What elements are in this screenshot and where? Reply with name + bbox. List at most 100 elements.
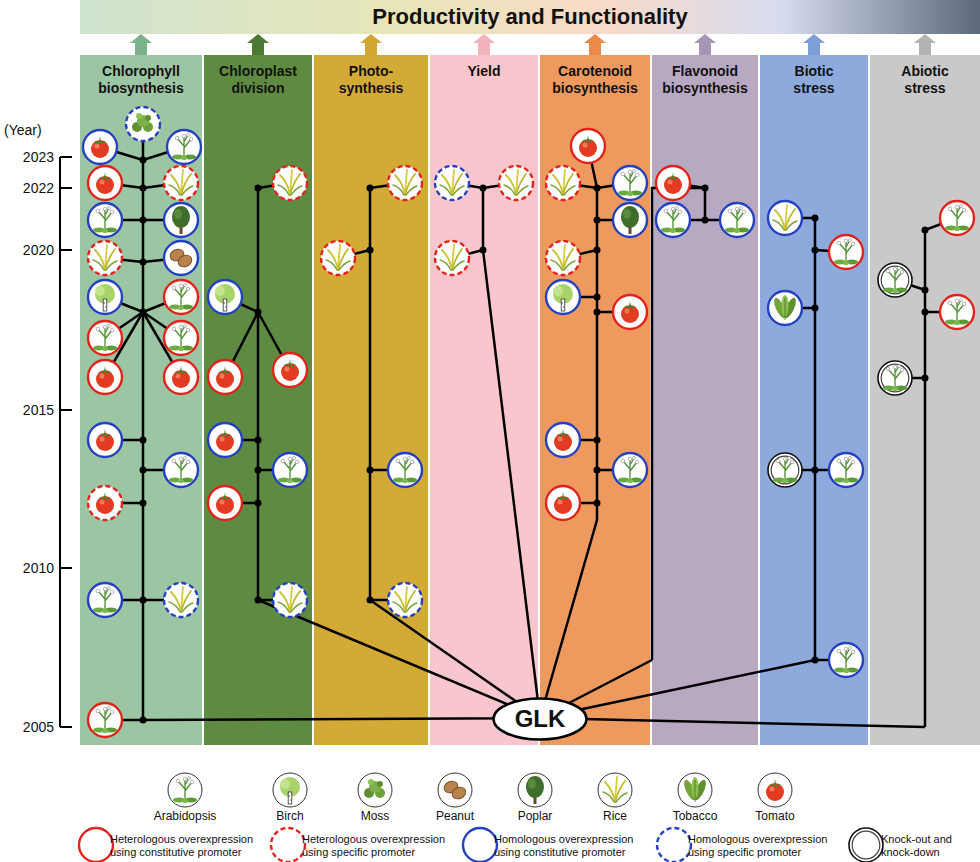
- method-ring: [546, 486, 580, 520]
- plant-icon: [393, 457, 417, 484]
- category-column: [80, 55, 202, 745]
- branch-dot: [594, 437, 601, 444]
- plant-icon: [393, 587, 417, 612]
- branch-dot: [367, 467, 374, 474]
- category-column: Flavonoid biosynthesis: [652, 55, 758, 745]
- branch-dot: [140, 597, 147, 604]
- category-column: Chlorophyll biosynthesis: [80, 55, 202, 745]
- column-heading: Biotic stress: [781, 55, 847, 97]
- plant-icon: [772, 295, 799, 320]
- category-column: Biotic stress: [760, 55, 868, 745]
- plant-icon: [132, 113, 153, 132]
- method-ring: [88, 486, 122, 520]
- branch-dot: [480, 247, 487, 254]
- plant-icon: [551, 170, 575, 195]
- plant-icon: [172, 366, 190, 388]
- method-ring: [164, 203, 198, 237]
- method-ring: [164, 241, 198, 275]
- method-ring: [88, 203, 122, 237]
- glk-shape: [494, 699, 587, 740]
- plant-icon: [96, 172, 114, 194]
- plant-icon: [551, 245, 575, 270]
- knockout-ring: [881, 266, 909, 294]
- method-ring: [164, 453, 198, 487]
- branch-dot: [812, 247, 819, 254]
- branch-dot: [594, 185, 601, 192]
- plant-icon: [618, 170, 642, 197]
- year-label: 2005: [4, 718, 54, 736]
- column-heading: Flavonoid biosynthesis: [655, 55, 755, 97]
- species-legend-label: Tomato: [730, 810, 820, 823]
- knockout-ring: [878, 361, 912, 395]
- branch-dot: [255, 467, 262, 474]
- method-ring: [208, 280, 242, 314]
- branch-dot: [140, 185, 147, 192]
- year-label: 2010: [4, 559, 54, 577]
- method-ring: [273, 773, 307, 807]
- plant-icon: [96, 492, 114, 514]
- branch-dot: [255, 185, 262, 192]
- branch-dot: [367, 185, 374, 192]
- plant-icon: [664, 172, 682, 194]
- branch-dot: [480, 185, 487, 192]
- plant-icon: [172, 134, 196, 161]
- branch-dot: [594, 247, 601, 254]
- method-ring: [940, 201, 974, 235]
- knockout-ring: [771, 456, 799, 484]
- method-ring: [164, 280, 198, 314]
- plant-icon: [579, 135, 597, 157]
- method-ring: [88, 241, 122, 275]
- method-ring: [720, 203, 754, 237]
- branch-dot: [140, 259, 147, 266]
- method-legend-label: Homologous overexpression using constitu…: [494, 833, 659, 859]
- plant-icon: [169, 587, 193, 612]
- method-ring: [463, 828, 497, 862]
- method-ring: [321, 241, 355, 275]
- species-legend-label: Peanut: [410, 810, 500, 823]
- up-arrow: [584, 34, 606, 55]
- plant-icon: [504, 170, 528, 195]
- plant-icon: [281, 359, 299, 381]
- method-ring: [164, 360, 198, 394]
- branch-dot: [702, 217, 709, 224]
- branch-dot: [255, 597, 262, 604]
- plant-icon: [169, 284, 193, 311]
- method-ring: [656, 166, 690, 200]
- method-ring: [273, 453, 307, 487]
- category-column: [540, 55, 650, 745]
- plant-icon: [278, 587, 302, 612]
- branch-dot: [255, 437, 262, 444]
- plant-icon: [172, 206, 190, 234]
- branch-dot: [922, 375, 929, 382]
- column-heading: Photo- synthesis: [327, 55, 415, 97]
- method-ring: [678, 773, 712, 807]
- category-column: Photo- synthesis: [314, 55, 428, 745]
- method-ring: [613, 203, 647, 237]
- method-ring: [79, 828, 113, 862]
- method-ring: [546, 166, 580, 200]
- method-ring: [88, 423, 122, 457]
- plant-icon: [168, 247, 193, 269]
- plant-icon: [393, 170, 417, 195]
- title-text: Productivity and Functionality: [372, 4, 687, 30]
- species-legend-label: Moss: [330, 810, 420, 823]
- method-ring: [208, 360, 242, 394]
- method-ring: [208, 423, 242, 457]
- glk-lines: [143, 160, 925, 727]
- knockout-ring: [768, 453, 802, 487]
- plant-icon: [621, 301, 639, 323]
- branch-dot: [140, 717, 147, 724]
- year-label: 2022: [4, 179, 54, 197]
- branch-dot: [594, 500, 601, 507]
- branch-dot: [140, 157, 147, 164]
- plant-icon: [725, 207, 749, 234]
- knockout-ring: [849, 828, 883, 862]
- plant-icon: [603, 777, 627, 802]
- branch-dot: [594, 309, 601, 316]
- plant-icon: [554, 429, 572, 451]
- method-ring: [88, 166, 122, 200]
- glk-ellipse: GLK: [492, 697, 588, 741]
- branch-dot: [367, 597, 374, 604]
